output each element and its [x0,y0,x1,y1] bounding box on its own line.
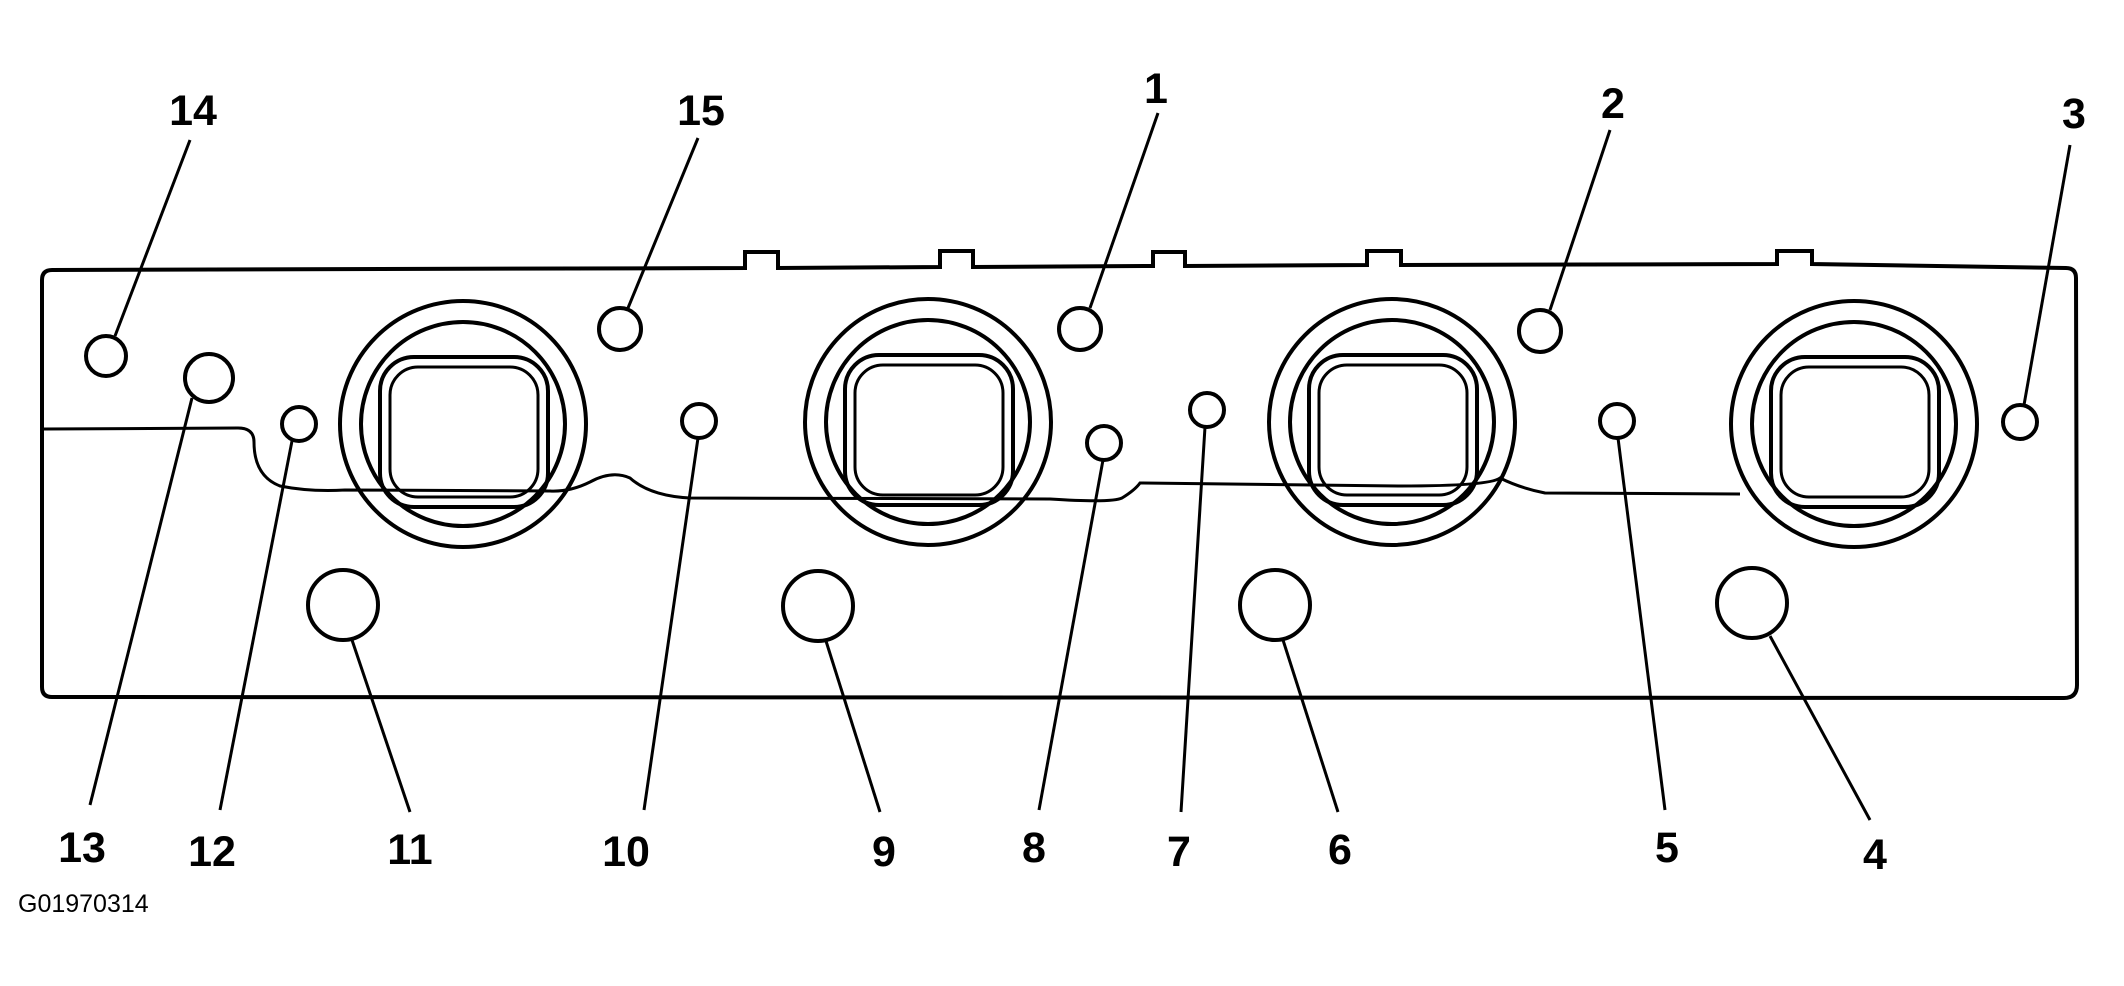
leader-15 [626,137,700,309]
port-opening-inner [853,363,1005,497]
callout-15: 15 [677,87,725,135]
leader-2 [1548,129,1612,311]
port-opening [843,353,1015,507]
callout-7: 7 [1167,828,1191,876]
port-opening [1307,353,1479,507]
port-ring-outer [803,297,1053,547]
callout-2: 2 [1601,80,1625,128]
leader-9 [824,640,882,813]
leader-7 [1179,426,1207,813]
leader-13 [88,397,194,806]
hole-11 [306,568,380,642]
hole-1 [1057,306,1103,352]
hole-14 [84,334,128,378]
port-ring-outer [1267,297,1517,547]
hole-13 [183,352,235,404]
callout-14: 14 [169,87,217,135]
hole-15 [597,306,643,352]
port-ring-inner [824,318,1032,526]
hole-5 [1598,402,1636,440]
hole-6 [1238,568,1312,642]
port-opening-inner [388,365,540,499]
port-opening-inner [1779,365,1931,499]
hole-4 [1715,566,1789,640]
leader-lines [88,112,2072,821]
port-ring-outer [338,299,588,549]
port-opening [1769,355,1941,509]
callout-1: 1 [1144,65,1168,113]
leader-11 [350,639,412,813]
callout-8: 8 [1022,824,1046,872]
leader-1 [1088,112,1160,309]
leader-5 [1616,437,1667,811]
exhaust-port-2 [803,297,1053,547]
callout-6: 6 [1328,826,1352,874]
port-ring-inner [1750,320,1958,528]
leader-6 [1281,639,1340,813]
port-opening-inner [1317,363,1469,497]
callout-10: 10 [602,828,650,876]
callout-4: 4 [1863,831,1887,879]
leader-8 [1037,459,1105,811]
leader-12 [218,440,294,811]
hole-12 [280,405,318,443]
port-opening [378,355,550,509]
callout-13: 13 [58,824,106,872]
exhaust-port-1 [338,299,588,549]
exhaust-port-3 [1267,297,1517,547]
port-ring-inner [359,320,567,528]
leader-4 [1768,635,1872,821]
callout-12: 12 [188,828,236,876]
callout-11: 11 [387,826,432,874]
leader-10 [642,437,700,811]
exhaust-port-4 [1729,299,1979,549]
callout-9: 9 [872,828,896,876]
port-ring-inner [1288,318,1496,526]
hole-3 [2001,403,2039,441]
leader-14 [113,139,192,337]
port-ring-outer [1729,299,1979,549]
gasket-outline [40,249,2080,701]
callout-3: 3 [2062,90,2086,138]
hole-8 [1085,424,1123,462]
bolt-holes [84,306,2039,643]
callout-labels: 14 15 1 2 3 13 12 11 10 9 8 7 6 5 4 [58,65,2086,879]
figure-code: G01970314 [18,890,149,918]
callout-5: 5 [1655,824,1679,872]
leader-3 [2022,144,2072,406]
hole-7 [1188,391,1226,429]
hole-2 [1517,308,1563,354]
hole-10 [680,402,718,440]
hole-9 [781,569,855,643]
